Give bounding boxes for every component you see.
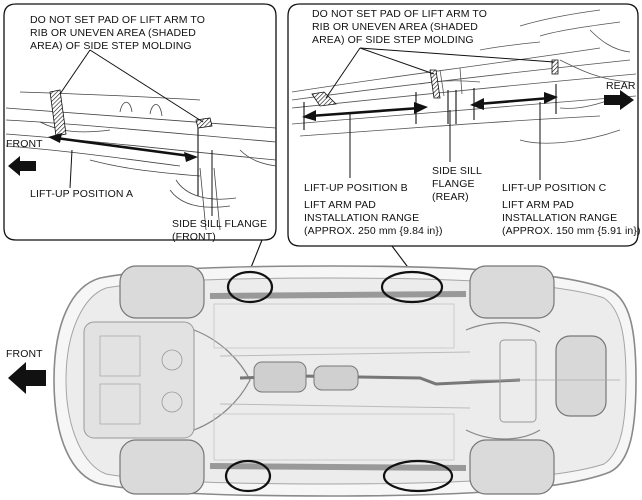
shaded-rib-rear-1 [311,91,337,107]
shaded-rib-front-1 [49,89,67,137]
warning-front-line-3: AREA) OF SIDE STEP MOLDING [30,40,192,52]
lift-up-position-a-label: LIFT-UP POSITION A [30,188,134,200]
range-c-line-2: INSTALLATION RANGE [502,212,618,224]
lift-point-ellipse-front-right [224,459,272,493]
shaded-rib-rear-3 [551,59,559,75]
lift-up-position-c-label: LIFT-UP POSITION C [502,182,607,194]
range-b-line-1: LIFT ARM PAD [304,199,376,211]
vehicle-underbody [8,265,637,497]
range-arrow-b [309,106,421,118]
lift-point-ellipse-rear-left [380,270,444,304]
warning-front-line-1: DO NOT SET PAD OF LIFT ARM TO [30,14,206,26]
shaded-rib-rear-2 [429,69,441,99]
lift-point-ellipse-rear-right [382,459,454,493]
tire-rear-left [469,265,555,319]
range-arrow-front [55,136,191,158]
side-sill-flange-rear-line-1: SIDE SILL [432,165,482,177]
side-sill-flange-front-line-1: SIDE SILL FLANGE [172,218,268,230]
spare-tire-well [555,335,607,417]
main-front-direction-label: FRONT [6,348,43,360]
front-arrow-icon [8,156,36,176]
range-arrow-c [477,96,551,106]
side-sill-flange-front-line-2: (FRONT) [172,231,216,243]
rear-arrow-icon [604,90,634,110]
lift-point-ellipse-front-left [226,270,274,304]
tire-rear-right [469,439,555,495]
side-sill-flange-rear-line-3: (REAR) [432,191,469,203]
callout-rear-panel [287,3,639,271]
leader-rear [391,245,411,271]
range-b-line-3: (APPROX. 250 mm {9.84 in}) [304,225,443,237]
lift-up-position-b-label: LIFT-UP POSITION B [304,182,408,194]
front-direction-label: FRONT [6,138,43,150]
tire-front-left [119,265,205,319]
warning-rear-line-2: RIB OR UNEVEN AREA (SHADED [312,21,478,33]
front-arrow-main-icon [8,362,46,394]
range-b-line-2: INSTALLATION RANGE [304,212,420,224]
leader-front [249,239,263,271]
side-sill-flange-rear-line-2: FLANGE [432,178,475,190]
range-c-line-1: LIFT ARM PAD [502,199,574,211]
warning-rear-line-3: AREA) OF SIDE STEP MOLDING [312,34,474,46]
warning-front-line-2: RIB OR UNEVEN AREA (SHADED [30,27,196,39]
rear-direction-label: REAR [606,80,636,92]
range-c-line-3: (APPROX. 150 mm {5.91 in}) [502,225,641,237]
warning-rear-line-1: DO NOT SET PAD OF LIFT ARM TO [312,8,488,20]
callout-front-panel [3,3,277,271]
tire-front-right [119,439,205,495]
